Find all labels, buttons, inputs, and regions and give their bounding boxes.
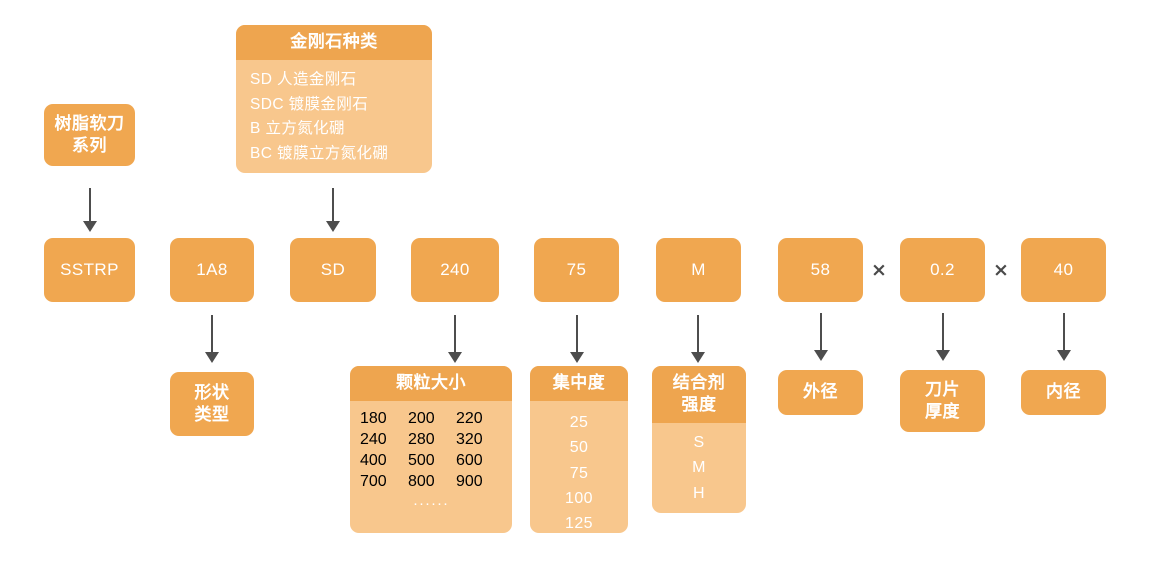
shape-type-line1: 形状: [194, 382, 230, 402]
grit-value: 800: [408, 473, 435, 491]
code-box-sd: SD: [290, 238, 376, 302]
arrow-concentration-down: [569, 315, 585, 363]
arrow-shaft: [211, 315, 213, 353]
arrow-head: [691, 352, 705, 363]
bond-strength-panel: 结合剂 强度 S M H: [652, 366, 746, 513]
series-title-box: 树脂软刀 系列: [44, 104, 135, 166]
code-box-m: M: [656, 238, 741, 302]
grit-value: 700: [360, 473, 387, 491]
concentration-value: 50: [569, 439, 589, 457]
code-box-sstrp: SSTRP: [44, 238, 135, 302]
concentration-header: 集中度: [530, 366, 628, 402]
code-value: SD: [320, 259, 346, 279]
outer-diameter-box: 外径: [778, 370, 863, 415]
bond-strength-header: 结合剂 强度: [652, 366, 746, 424]
grit-size-panel: 颗粒大小 180 200 220 240 280 320 400 500 600…: [350, 366, 512, 533]
arrow-shaft: [1063, 313, 1065, 351]
arrow-shaft: [332, 188, 334, 222]
diamond-type-header: 金刚石种类: [236, 25, 432, 61]
code-value: 75: [566, 259, 587, 279]
code-box-75: 75: [534, 238, 619, 302]
code-value: 1A8: [196, 259, 228, 279]
concentration-panel: 集中度 25 50 75 100 125: [530, 366, 628, 533]
arrow-head: [448, 352, 462, 363]
bond-value: M: [692, 459, 706, 477]
code-value: 0.2: [930, 259, 955, 279]
grit-ellipsis: ······: [413, 495, 449, 513]
arrow-head: [205, 352, 219, 363]
grit-size-values: 180 200 220 240 280 320 400 500 600 700 …: [350, 401, 512, 493]
code-value: 58: [810, 259, 831, 279]
multiply-symbol-2: ×: [993, 259, 1009, 281]
code-box-240: 240: [411, 238, 499, 302]
arrow-series-down: [82, 188, 98, 232]
code-value: 40: [1053, 259, 1074, 279]
grit-value: 200: [408, 410, 435, 428]
code-box-1a8: 1A8: [170, 238, 254, 302]
diamond-type-panel: 金刚石种类 SD 人造金刚石 SDC 镀膜金刚石 B 立方氮化硼 BC 镀膜立方…: [236, 25, 432, 173]
code-value: M: [691, 259, 706, 279]
series-title-line1: 树脂软刀: [54, 113, 125, 133]
bond-header-line2: 强度: [681, 395, 717, 415]
shape-type-line2: 类型: [194, 405, 230, 424]
arrow-inner-diameter-down: [1056, 313, 1072, 361]
concentration-values: 25 50 75 100 125: [530, 401, 628, 533]
concentration-value: 100: [565, 489, 593, 507]
grit-value: 600: [456, 452, 483, 470]
grit-value: 220: [456, 410, 483, 428]
code-box-40: 40: [1021, 238, 1106, 302]
arrow-shaft: [89, 188, 91, 222]
grit-value: 500: [408, 452, 435, 470]
arrow-shape-down: [204, 315, 220, 363]
inner-diameter-label: 内径: [1046, 382, 1081, 402]
series-title-line2: 系列: [72, 136, 107, 155]
grit-value: 180: [360, 410, 387, 428]
grit-value: 280: [408, 431, 435, 449]
arrow-head: [83, 221, 97, 232]
arrow-bond-down: [690, 315, 706, 363]
inner-diameter-box: 内径: [1021, 370, 1106, 415]
list-item: B 立方氮化硼: [250, 120, 345, 138]
grit-value: 320: [456, 431, 483, 449]
outer-diameter-label: 外径: [803, 382, 838, 402]
arrow-grit-down: [447, 315, 463, 363]
arrow-diamond-down: [325, 188, 341, 232]
shape-type-box: 形状 类型: [170, 372, 254, 436]
grit-value: 900: [456, 473, 483, 491]
grit-size-header: 颗粒大小: [350, 366, 512, 402]
arrow-head: [326, 221, 340, 232]
arrow-thickness-down: [935, 313, 951, 361]
arrow-shaft: [697, 315, 699, 353]
code-value: 240: [440, 259, 470, 279]
multiply-symbol-1: ×: [871, 259, 887, 281]
list-item: SD 人造金刚石: [250, 71, 357, 89]
arrow-head: [1057, 350, 1071, 361]
thickness-box: 刀片 厚度: [900, 370, 985, 432]
bond-value: S: [693, 434, 705, 452]
code-box-58: 58: [778, 238, 863, 302]
thickness-line2: 厚度: [925, 402, 960, 421]
list-item: SDC 镀膜金刚石: [250, 95, 369, 113]
arrow-outer-diameter-down: [813, 313, 829, 361]
code-value: SSTRP: [60, 259, 119, 279]
code-box-0-2: 0.2: [900, 238, 985, 302]
arrow-shaft: [942, 313, 944, 351]
concentration-value: 25: [569, 414, 589, 432]
bond-header-line1: 结合剂: [672, 373, 726, 392]
concentration-value: 75: [569, 464, 589, 482]
arrow-head: [570, 352, 584, 363]
concentration-value: 125: [565, 515, 593, 533]
grit-value: 240: [360, 431, 387, 449]
bond-strength-values: S M H: [652, 423, 746, 513]
bond-value: H: [693, 484, 705, 502]
diamond-type-list: SD 人造金刚石 SDC 镀膜金刚石 B 立方氮化硼 BC 镀膜立方氮化硼: [236, 60, 432, 173]
arrow-shaft: [576, 315, 578, 353]
arrow-head: [936, 350, 950, 361]
list-item: BC 镀膜立方氮化硼: [250, 144, 389, 162]
arrow-head: [814, 350, 828, 361]
arrow-shaft: [820, 313, 822, 351]
grit-value: 400: [360, 452, 387, 470]
thickness-line1: 刀片: [925, 379, 960, 399]
arrow-shaft: [454, 315, 456, 353]
